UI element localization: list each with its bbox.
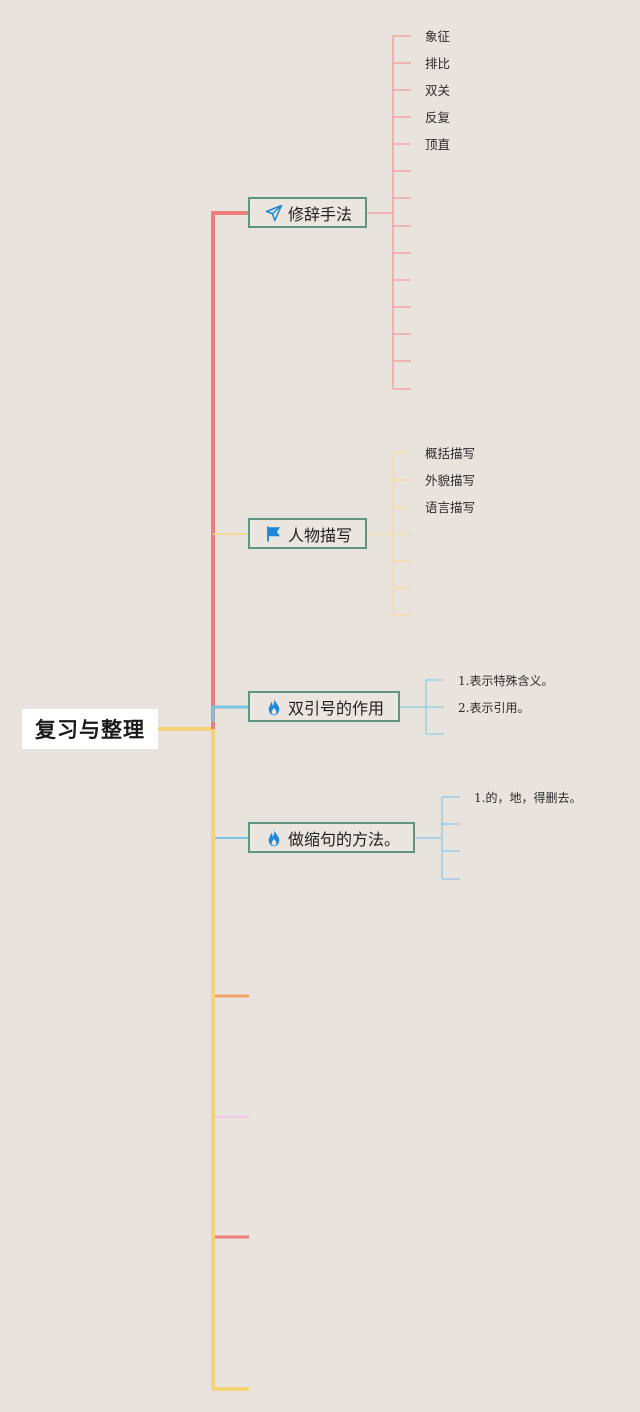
flame-icon	[264, 828, 284, 848]
branch-label: 修辞手法	[288, 204, 353, 224]
trunk-red	[211, 211, 248, 729]
bracket-branch-3	[399, 679, 444, 735]
flame-icon	[264, 697, 284, 717]
root-label: 复习与整理	[35, 718, 145, 742]
leaf-item[interactable]: 1.表示特殊含义。	[458, 674, 554, 688]
branch-label: 做缩句的方法。	[288, 829, 401, 849]
bracket-branch-4	[414, 796, 460, 880]
leaf-item[interactable]: 顶直	[425, 137, 451, 152]
leaf-item[interactable]: 1.的，地，得删去。	[474, 791, 582, 805]
leaf-item[interactable]: 概括描写	[425, 446, 476, 461]
leaf-item[interactable]: 排比	[425, 56, 451, 71]
branch-label: 双引号的作用	[288, 698, 385, 718]
paper-plane-icon	[264, 203, 284, 223]
leaf-item[interactable]: 反复	[425, 110, 451, 125]
branch-label: 人物描写	[288, 525, 353, 545]
branch-node-sentence-shortening[interactable]: 做缩句的方法。	[248, 822, 415, 853]
leaf-item[interactable]: 语言描写	[425, 500, 476, 515]
branch-node-quotes[interactable]: 双引号的作用	[248, 691, 400, 722]
leaf-item[interactable]: 外貌描写	[425, 473, 476, 488]
leaf-item[interactable]: 2.表示引用。	[458, 701, 530, 715]
bracket-branch-1	[366, 35, 411, 390]
leaf-item[interactable]: 双关	[425, 83, 451, 98]
leaf-item[interactable]: 象征	[425, 29, 451, 44]
branch-node-character[interactable]: 人物描写	[248, 518, 367, 549]
flag-icon	[264, 524, 284, 544]
bracket-branch-2	[366, 452, 411, 616]
branch-node-rhetoric[interactable]: 修辞手法	[248, 197, 367, 228]
connector-branch-3	[211, 705, 248, 722]
root-node[interactable]: 复习与整理	[22, 709, 158, 749]
